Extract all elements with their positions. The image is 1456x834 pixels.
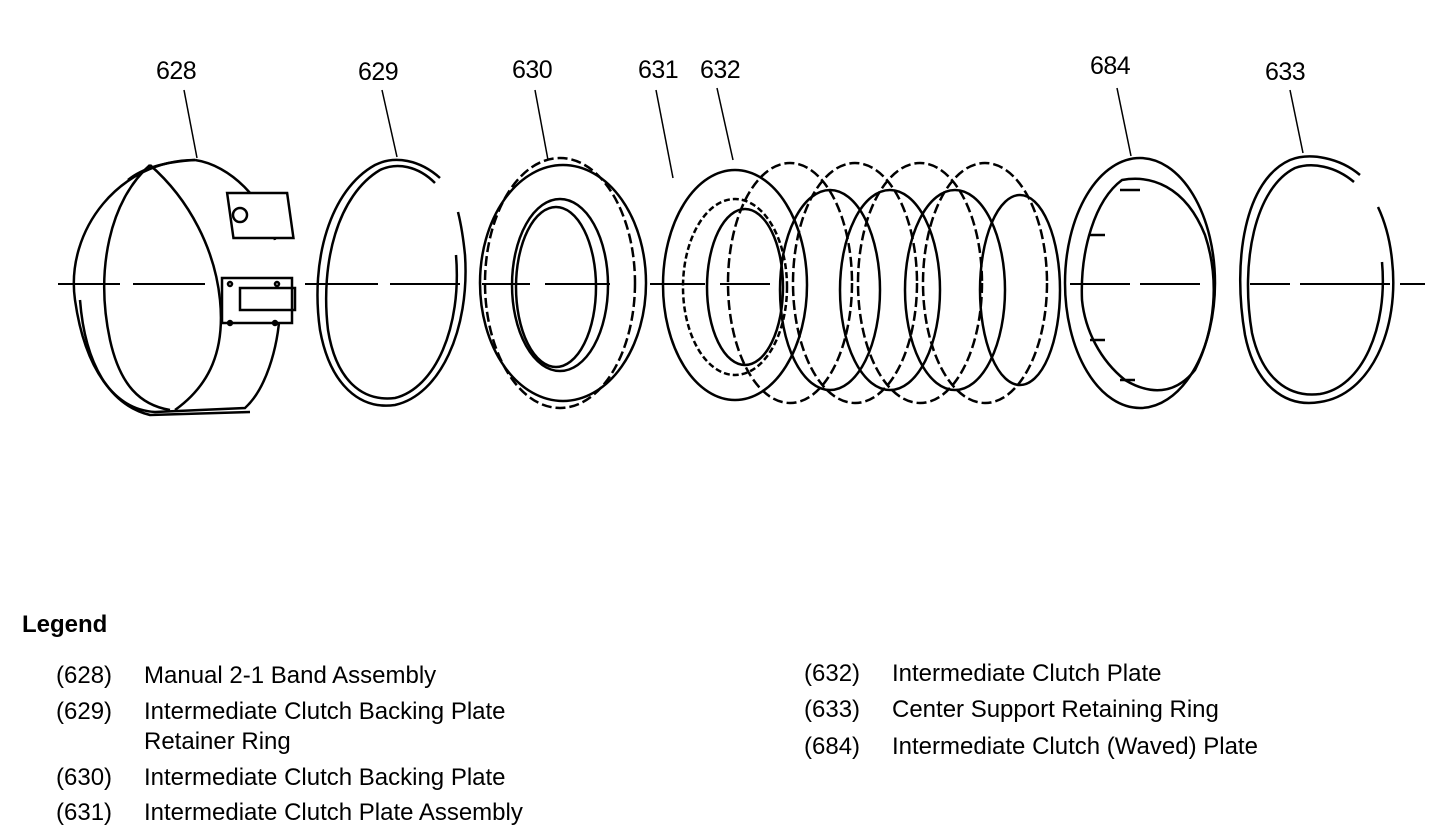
center-support-retaining-ring-633 bbox=[1239, 155, 1395, 405]
callout-633: 633 bbox=[1265, 58, 1306, 86]
callout-631: 631 bbox=[638, 56, 679, 84]
clutch-plate-assembly-631 bbox=[661, 168, 809, 402]
callout-632: 632 bbox=[700, 56, 741, 84]
legend-item-number: (629) bbox=[56, 698, 113, 725]
legend-item-description: Intermediate Clutch Plate Assembly bbox=[144, 799, 523, 826]
exploded-parts-diagram bbox=[58, 87, 1425, 417]
legend-item-description: Intermediate Clutch Plate bbox=[892, 660, 1162, 687]
retainer-ring-629 bbox=[316, 158, 467, 407]
legend-item-description-cont: Retainer Ring bbox=[144, 728, 291, 755]
backing-plate-630 bbox=[478, 156, 648, 410]
clutch-plate-stack-632 bbox=[726, 161, 1062, 405]
callout-629: 629 bbox=[358, 58, 399, 86]
callout-684: 684 bbox=[1090, 52, 1131, 80]
band-assembly-628 bbox=[72, 158, 297, 417]
legend-item-description: Intermediate Clutch Backing Plate bbox=[144, 764, 506, 791]
legend-item-number: (630) bbox=[56, 764, 113, 791]
callout-630: 630 bbox=[512, 56, 553, 84]
legend-item-number: (633) bbox=[804, 696, 861, 723]
legend-item-description: Center Support Retaining Ring bbox=[892, 696, 1219, 723]
legend-item-description: Manual 2-1 Band Assembly bbox=[144, 662, 437, 689]
legend-item-description: Intermediate Clutch Backing Plate bbox=[144, 698, 506, 725]
legend-item-number: (631) bbox=[56, 799, 113, 826]
leader-lines bbox=[183, 87, 1304, 179]
legend-item-number: (684) bbox=[804, 733, 861, 760]
legend-title: Legend bbox=[22, 611, 108, 638]
callout-628: 628 bbox=[156, 57, 197, 85]
legend-item-number: (632) bbox=[804, 660, 861, 687]
legend-item-number: (628) bbox=[56, 662, 113, 689]
waved-plate-684 bbox=[1063, 156, 1217, 410]
legend-item-description: Intermediate Clutch (Waved) Plate bbox=[892, 733, 1258, 760]
